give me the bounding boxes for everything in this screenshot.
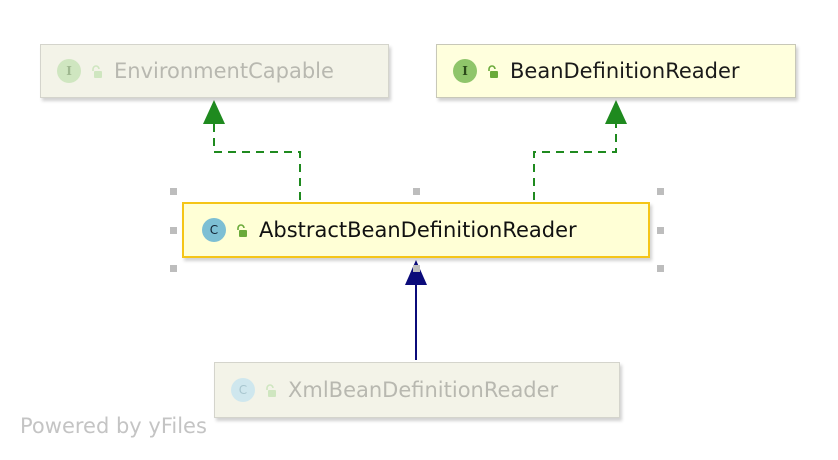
node-bean-definition-reader[interactable]: I BeanDefinitionReader xyxy=(436,44,796,98)
unlock-icon xyxy=(235,223,249,237)
arrowhead-icon xyxy=(203,100,225,124)
unlock-icon xyxy=(264,383,278,397)
edge-implements-bean-definition-reader xyxy=(533,100,627,200)
selection-handle[interactable] xyxy=(657,188,664,195)
edge-implements-environment-capable xyxy=(203,100,301,200)
node-label: EnvironmentCapable xyxy=(114,59,334,83)
selection-handle[interactable] xyxy=(170,188,177,195)
unlock-icon xyxy=(90,64,104,78)
node-environment-capable[interactable]: I EnvironmentCapable xyxy=(40,44,389,98)
selection-handle[interactable] xyxy=(657,265,664,272)
node-label: AbstractBeanDefinitionReader xyxy=(259,218,577,242)
interface-icon: I xyxy=(57,59,81,83)
node-label: XmlBeanDefinitionReader xyxy=(288,378,559,402)
selection-handle[interactable] xyxy=(413,188,420,195)
node-label: BeanDefinitionReader xyxy=(510,59,740,83)
selection-handle[interactable] xyxy=(170,265,177,272)
selection-handle[interactable] xyxy=(657,227,664,234)
class-icon: C xyxy=(202,218,226,242)
arrowhead-icon xyxy=(405,260,427,285)
selection-handle[interactable] xyxy=(413,265,420,272)
unlock-icon xyxy=(486,64,500,78)
node-xml-bean-definition-reader[interactable]: C XmlBeanDefinitionReader xyxy=(214,362,620,418)
selection-handle[interactable] xyxy=(170,227,177,234)
edge-extends-abstract xyxy=(405,260,427,360)
class-icon: C xyxy=(231,378,255,402)
interface-icon: I xyxy=(453,59,477,83)
powered-by-label: Powered by yFiles xyxy=(20,414,207,438)
node-abstract-bean-definition-reader[interactable]: C AbstractBeanDefinitionReader xyxy=(182,202,650,258)
arrowhead-icon xyxy=(605,100,627,124)
